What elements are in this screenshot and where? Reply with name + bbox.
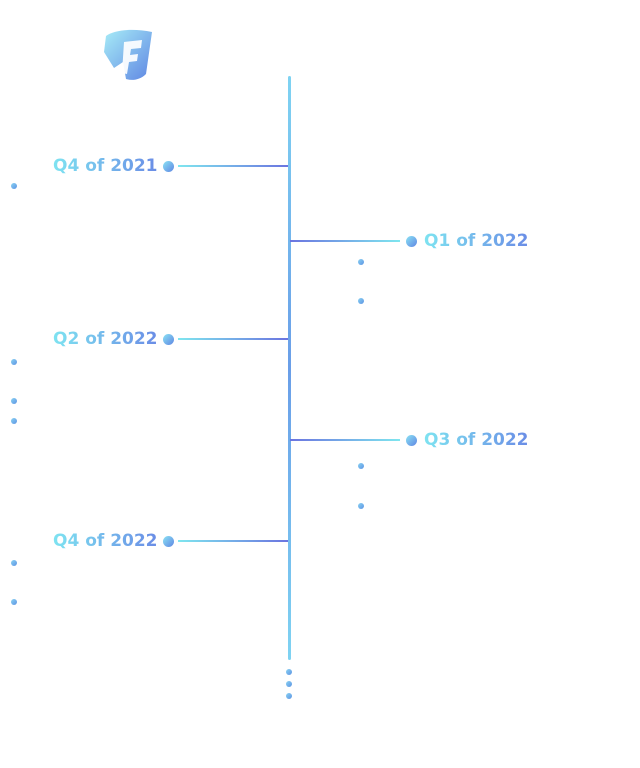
milestone-dot xyxy=(163,161,174,172)
milestone-label: Q1 of 2022 xyxy=(424,231,529,251)
list-bullet xyxy=(11,398,17,404)
milestone-connector xyxy=(178,540,288,542)
ellipsis-dot xyxy=(286,693,292,699)
list-bullet xyxy=(358,298,364,304)
list-bullet xyxy=(358,503,364,509)
f-logo-icon xyxy=(104,29,152,80)
list-bullet xyxy=(11,418,17,424)
timeline-milestone: Q3 of 2022 xyxy=(290,430,550,450)
ellipsis-dot xyxy=(286,681,292,687)
list-bullet xyxy=(11,599,17,605)
ellipsis-dot xyxy=(286,669,292,675)
list-bullet xyxy=(358,259,364,265)
timeline-milestone: Q2 of 2022 xyxy=(50,329,290,349)
milestone-label: Q2 of 2022 xyxy=(53,329,158,349)
milestone-connector xyxy=(290,439,400,441)
milestone-dot xyxy=(163,334,174,345)
milestone-dot xyxy=(406,236,417,247)
milestone-dot xyxy=(406,435,417,446)
timeline-milestone: Q4 of 2022 xyxy=(50,531,290,551)
milestone-label: Q4 of 2021 xyxy=(53,156,158,176)
milestone-connector xyxy=(178,165,288,167)
milestone-dot xyxy=(163,536,174,547)
list-bullet xyxy=(358,463,364,469)
list-bullet xyxy=(11,560,17,566)
milestone-connector xyxy=(290,240,400,242)
list-bullet xyxy=(11,359,17,365)
milestone-connector xyxy=(178,338,288,340)
timeline-milestone: Q4 of 2021 xyxy=(50,156,290,176)
timeline-spine xyxy=(288,76,291,660)
list-bullet xyxy=(11,183,17,189)
milestone-label: Q4 of 2022 xyxy=(53,531,158,551)
timeline-milestone: Q1 of 2022 xyxy=(290,231,550,251)
milestone-label: Q3 of 2022 xyxy=(424,430,529,450)
